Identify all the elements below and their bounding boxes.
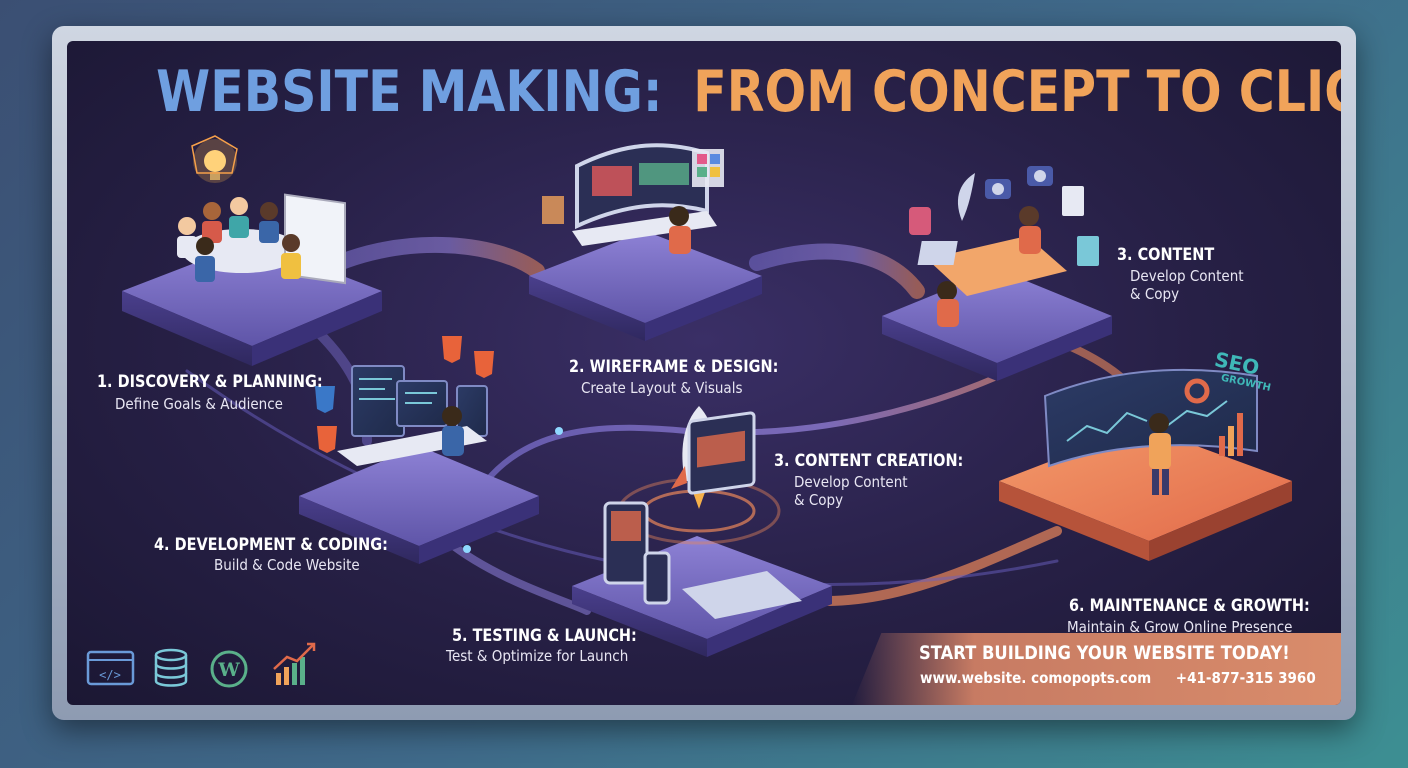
title-part-2: FROM CONCEPT TO CLICK xyxy=(693,59,1341,125)
platform-content xyxy=(882,166,1112,381)
step-3-subtitle-2: & Copy xyxy=(1130,285,1180,304)
database-icon xyxy=(154,648,188,687)
step-5-label: 5. TESTING & LAUNCH: Test & Optimize for… xyxy=(446,626,669,665)
step-1-label: 1. DISCOVERY & PLANNING: Define Goals & … xyxy=(97,372,362,413)
step-6-subtitle: Maintain & Grow Online Presence xyxy=(1067,618,1293,637)
css3-icon xyxy=(315,386,335,413)
step-2-subtitle: Create Layout & Visuals xyxy=(581,379,743,398)
step-3b-title: 3. CONTENT CREATION: xyxy=(774,451,964,471)
step-6-label: 6. MAINTENANCE & GROWTH: Maintain & Grow… xyxy=(1067,596,1341,637)
platform-launch xyxy=(572,406,832,657)
cta-url[interactable]: www.website. comopopts.com xyxy=(920,669,1152,687)
camera-icon xyxy=(985,166,1053,199)
svg-text:</>: </> xyxy=(99,668,121,682)
step-4-subtitle: Build & Code Website xyxy=(214,556,360,575)
title-part-1: WEBSITE MAKING: xyxy=(156,59,663,125)
step-1-title: 1. DISCOVERY & PLANNING: xyxy=(97,372,323,392)
step-6-title: 6. MAINTENANCE & GROWTH: xyxy=(1069,596,1310,616)
html5-icon xyxy=(317,336,494,453)
code-icon: </> xyxy=(86,650,135,686)
step-3-label: 3. CONTENT Develop Content & Copy xyxy=(1117,245,1256,303)
cta-contact: www.website. comopopts.com +41-877-315 3… xyxy=(920,669,1316,687)
step-4-title: 4. DEVELOPMENT & CODING: xyxy=(154,535,388,555)
step-3b-subtitle-1: Develop Content xyxy=(794,473,908,492)
step-3b-label: 3. CONTENT CREATION: Develop Content & C… xyxy=(774,451,997,509)
cta-phone[interactable]: +41-877-315 3960 xyxy=(1175,669,1316,687)
bottom-icons: </> W xyxy=(86,642,316,688)
step-3b-subtitle-2: & Copy xyxy=(794,491,844,510)
infographic-panel: </> W WEBSITE MAKING: FR xyxy=(67,41,1341,705)
step-1-subtitle: Define Goals & Audience xyxy=(115,395,283,414)
page-title: WEBSITE MAKING: FROM CONCEPT TO CLICK xyxy=(156,59,1341,125)
platform-wireframe xyxy=(529,143,762,341)
process-illustration: </> W xyxy=(86,135,1292,688)
platform-growth xyxy=(999,368,1292,561)
step-3-subtitle-1: Develop Content xyxy=(1130,267,1244,286)
wordpress-icon: W xyxy=(210,650,248,688)
feather-pen-icon xyxy=(909,173,975,235)
step-5-subtitle: Test & Optimize for Launch xyxy=(446,647,629,666)
platform-discovery xyxy=(122,135,382,366)
step-3-title: 3. CONTENT xyxy=(1117,245,1215,265)
cta-headline: START BUILDING YOUR WEBSITE TODAY! xyxy=(919,642,1290,664)
step-2-label: 2. WIREFRAME & DESIGN: Create Layout & V… xyxy=(569,357,815,397)
step-5-title: 5. TESTING & LAUNCH: xyxy=(452,626,637,646)
platform-development xyxy=(299,336,539,564)
growth-bars-icon xyxy=(1219,413,1243,456)
svg-text:W: W xyxy=(217,659,240,681)
step-4-label: 4. DEVELOPMENT & CODING: Build & Code We… xyxy=(154,535,429,574)
lightbulb-icon xyxy=(191,135,238,183)
document-icon xyxy=(1062,186,1099,266)
cta-banner xyxy=(852,633,1341,705)
growth-chart-icon xyxy=(273,642,316,685)
step-2-title: 2. WIREFRAME & DESIGN: xyxy=(569,357,779,377)
